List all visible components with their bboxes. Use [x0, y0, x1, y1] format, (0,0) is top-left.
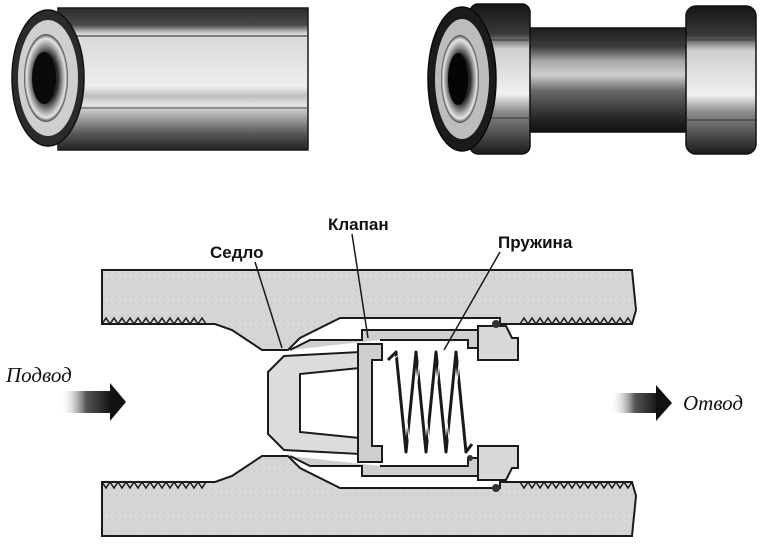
cross-section-diagram: Седло Клапан Пружина Подвод Отвод	[5, 215, 743, 537]
spring-leader	[443, 251, 501, 351]
thread-upper-right	[519, 316, 633, 326]
seat-label: Седло	[210, 243, 263, 262]
spring	[386, 350, 474, 454]
hex-valve-illustration	[11, 7, 309, 151]
valve-stem	[357, 343, 383, 463]
spring-label: Пружина	[498, 233, 573, 252]
valve-leader	[351, 233, 369, 339]
retaining-ring-upper	[477, 325, 519, 361]
outlet-label: Отвод	[683, 391, 743, 415]
valve-poppet	[267, 350, 361, 456]
thread-upper-left	[101, 316, 207, 326]
valve-label: Клапан	[328, 215, 389, 234]
inlet-arrow-icon	[60, 383, 126, 421]
valve-cage-upper	[289, 329, 481, 351]
seat-leader	[254, 261, 283, 349]
retaining-ring-lower	[477, 445, 519, 481]
thread-lower-left	[101, 480, 207, 490]
valve-cage-lower	[289, 455, 481, 477]
inlet-label: Подвод	[5, 363, 72, 387]
body-lower-half	[101, 455, 638, 537]
thread-lower-right	[519, 480, 633, 490]
body-upper-half	[101, 269, 638, 351]
outlet-arrow-icon	[610, 385, 672, 421]
union-valve-illustration	[427, 3, 757, 155]
